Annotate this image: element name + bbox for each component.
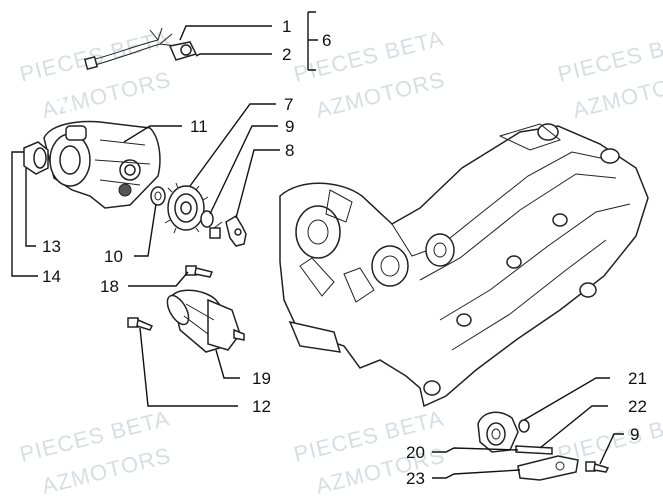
callout-label: 19 [252, 369, 271, 388]
leader-lines [11, 11, 624, 479]
bracket-plate [225, 214, 247, 247]
callout-label: 20 [406, 443, 425, 462]
callout-label: 8 [285, 141, 294, 160]
seal-ring [150, 186, 166, 206]
retaining-plate [517, 455, 579, 481]
callout-label: 14 [42, 267, 61, 286]
callout-label: 7 [284, 95, 293, 114]
callout-label: 18 [100, 277, 119, 296]
callout-label: 2 [282, 45, 291, 64]
crankcase [279, 123, 649, 408]
callout-label: 23 [406, 469, 425, 488]
stator-nut-set [23, 141, 49, 175]
screw [127, 317, 154, 331]
watermark-text: PIECES BETA [555, 25, 663, 86]
wiring-harness [83, 27, 198, 71]
small-bolt [585, 461, 610, 473]
callout-label: 6 [322, 31, 331, 50]
callout-label: 9 [630, 425, 639, 444]
callout-label: 22 [628, 397, 647, 416]
callout-label: 13 [42, 237, 61, 256]
callout-label: 1 [282, 17, 291, 36]
callout-label: 10 [104, 247, 123, 266]
callout-labels: 1 2 6 7 9 8 11 10 13 14 18 19 12 21 22 9… [42, 17, 647, 488]
callout-label: 9 [285, 117, 294, 136]
starter-motor [166, 289, 245, 353]
callout-label: 21 [628, 369, 647, 388]
pin [515, 445, 553, 455]
screw [185, 265, 214, 278]
callout-label: 11 [190, 117, 208, 136]
washer [200, 210, 214, 228]
drive-gear [164, 182, 209, 234]
small-bolt [209, 221, 223, 239]
stator-plate [43, 120, 161, 209]
callout-label: 12 [252, 397, 271, 416]
